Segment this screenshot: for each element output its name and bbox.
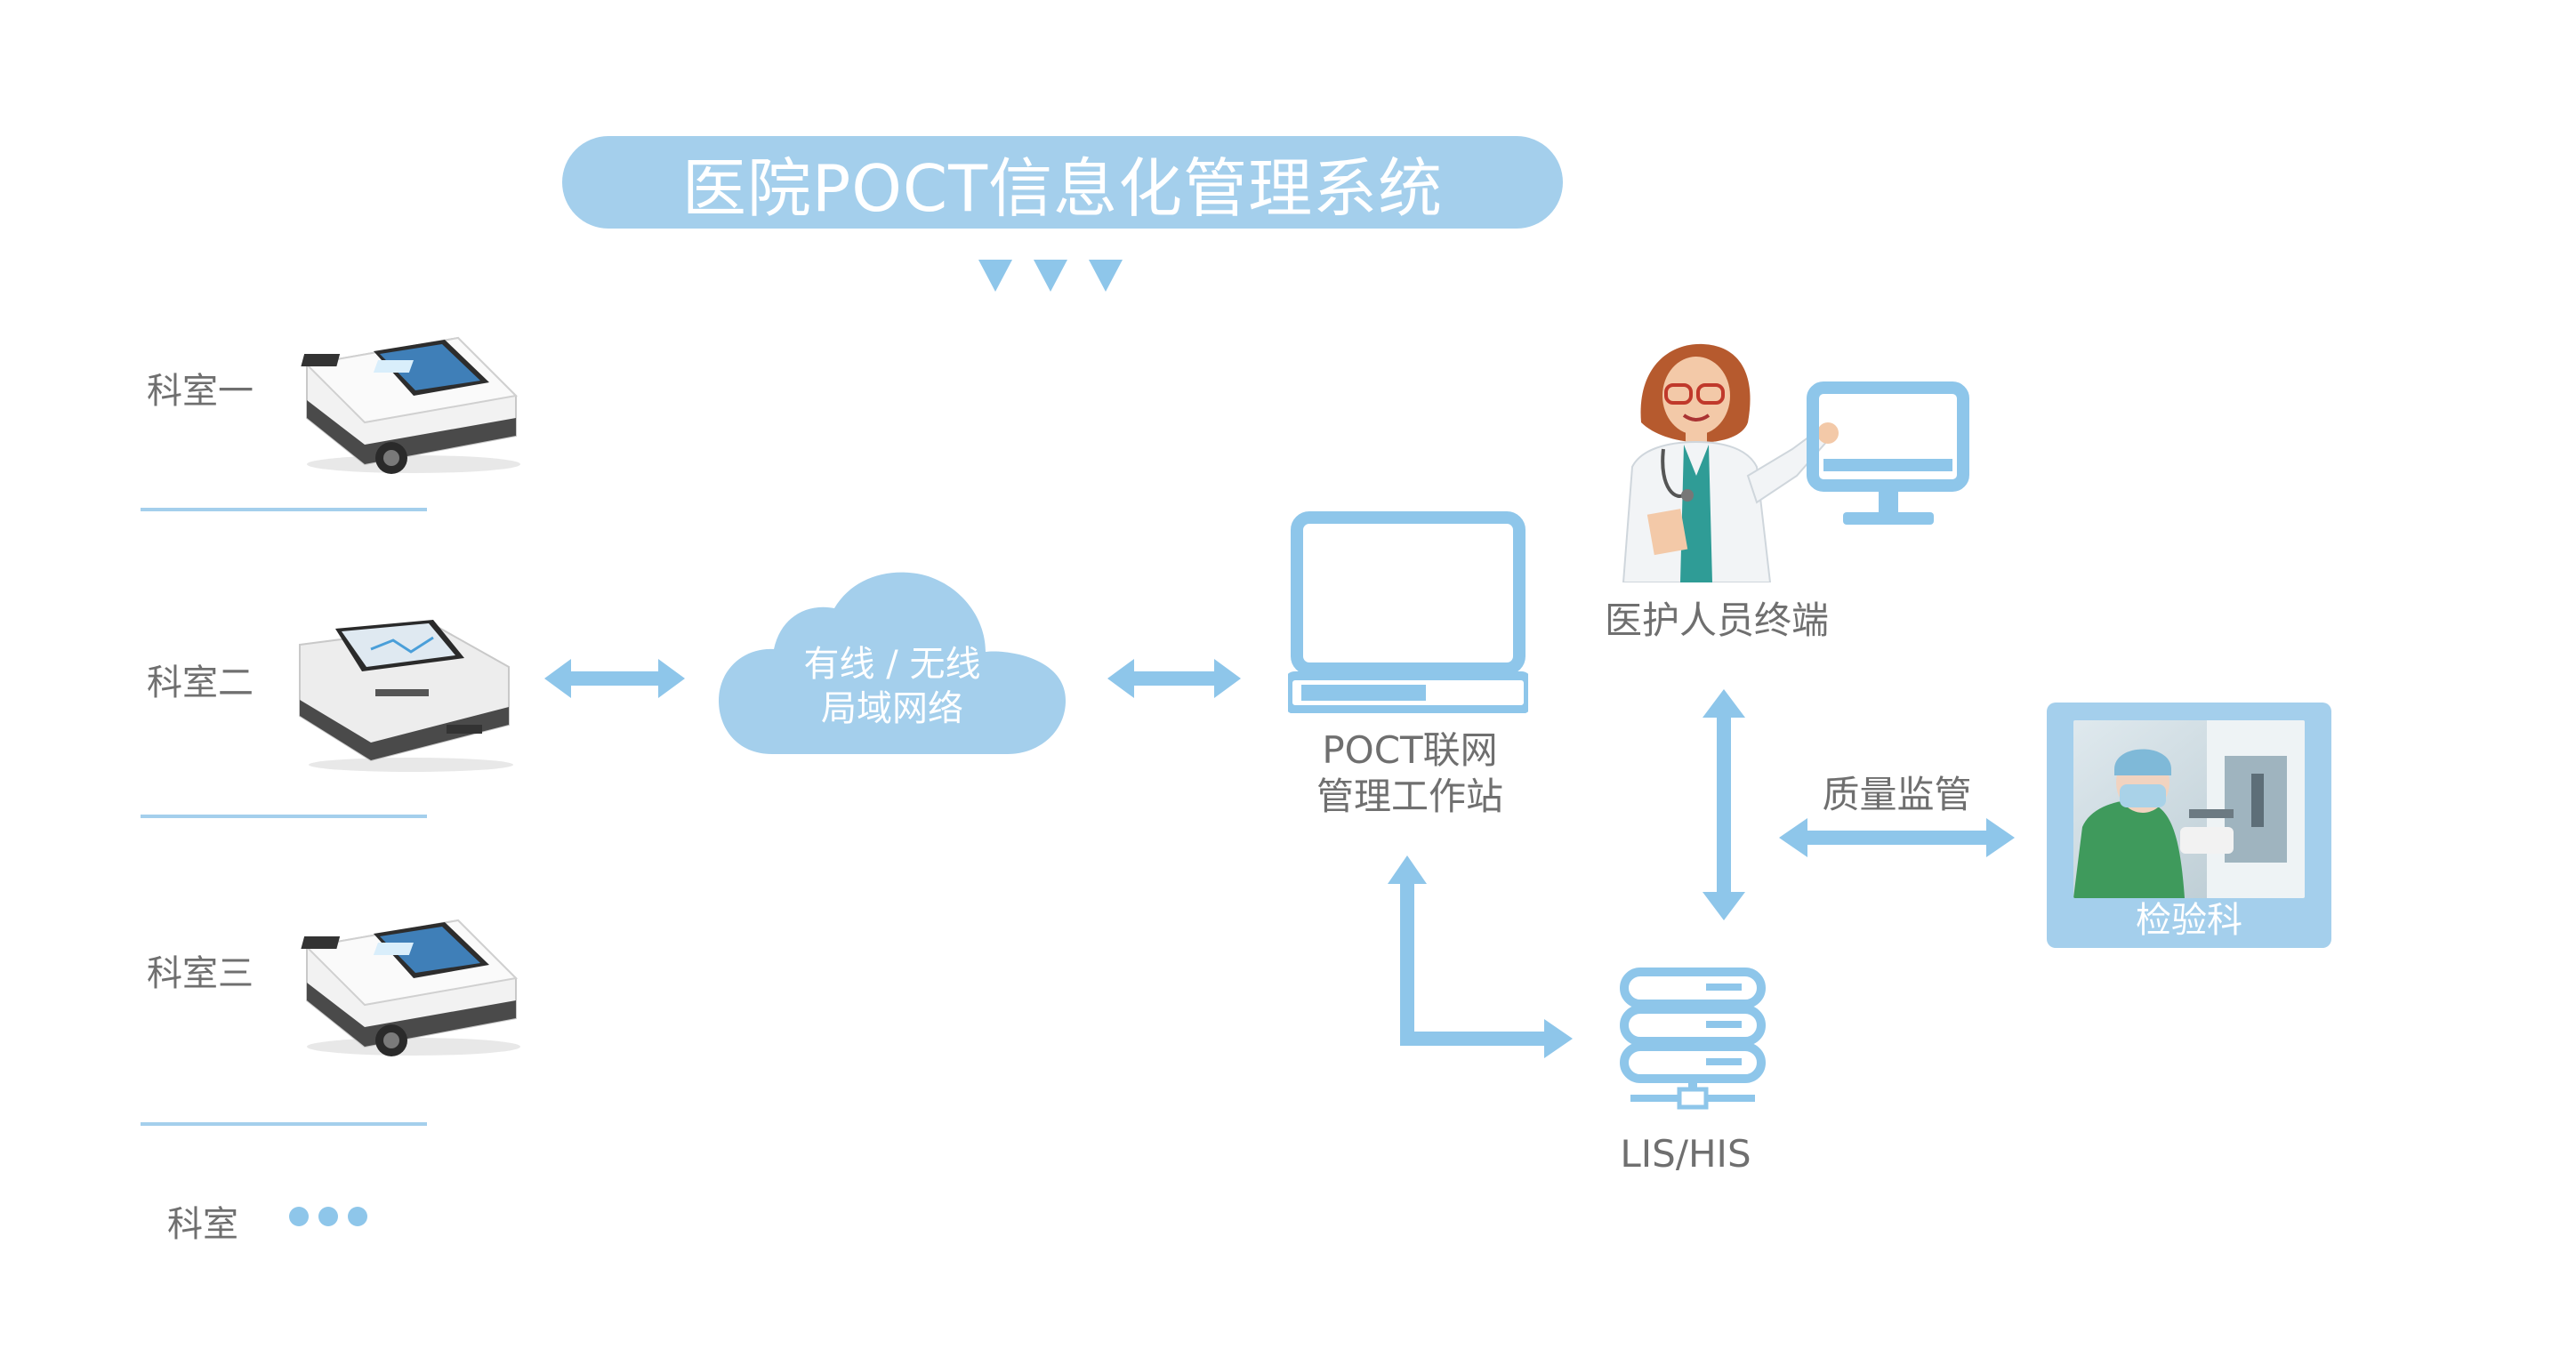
medical-terminal-label: 医护人员终端: [1604, 598, 1829, 642]
doctor-illustration: [1622, 343, 1839, 582]
poct-analyzer-icon: [299, 620, 513, 772]
ellipsis-dots-icon: [289, 1207, 367, 1226]
poct-analyzer-icon: [301, 336, 520, 474]
lab-photo: [2073, 720, 2305, 898]
lab-card: 检验科: [2047, 703, 2331, 948]
poct-analyzer-icon: [301, 919, 520, 1056]
monitor-icon: [1807, 381, 1969, 525]
laptop-icon: [1288, 511, 1528, 713]
l-arrow-icon: [1388, 855, 1573, 1058]
workstation-label-2: 管理工作站: [1316, 775, 1503, 818]
server-icon: [1620, 968, 1766, 1110]
dept-label-1: 科室一: [147, 371, 254, 412]
divider: [141, 508, 427, 511]
page-title: 医院POCT信息化管理系统: [562, 136, 1563, 229]
lis-his-label: LIS/HIS: [1620, 1132, 1751, 1176]
dept-label-3: 科室三: [147, 953, 254, 994]
bidirectional-arrow-icon: [544, 659, 685, 698]
cloud-icon: [719, 572, 1066, 754]
network-label-2: 局域网络: [821, 688, 963, 729]
page-title-text: 医院POCT信息化管理系统: [681, 150, 1444, 226]
divider: [141, 1122, 427, 1126]
dept-label-more: 科室: [167, 1204, 238, 1245]
divider: [141, 815, 427, 818]
down-triangles-icon: [978, 260, 1123, 292]
dept-label-2: 科室二: [147, 662, 254, 703]
bidirectional-arrow-icon: [1703, 689, 1745, 920]
lab-label: 检验科: [2136, 900, 2242, 941]
network-label-1: 有线 / 无线: [803, 644, 981, 685]
bidirectional-arrow-icon: [1779, 818, 2015, 857]
quality-label: 质量监管: [1822, 773, 1972, 816]
workstation-label-1: POCT联网: [1322, 728, 1498, 772]
bidirectional-arrow-icon: [1107, 659, 1241, 698]
